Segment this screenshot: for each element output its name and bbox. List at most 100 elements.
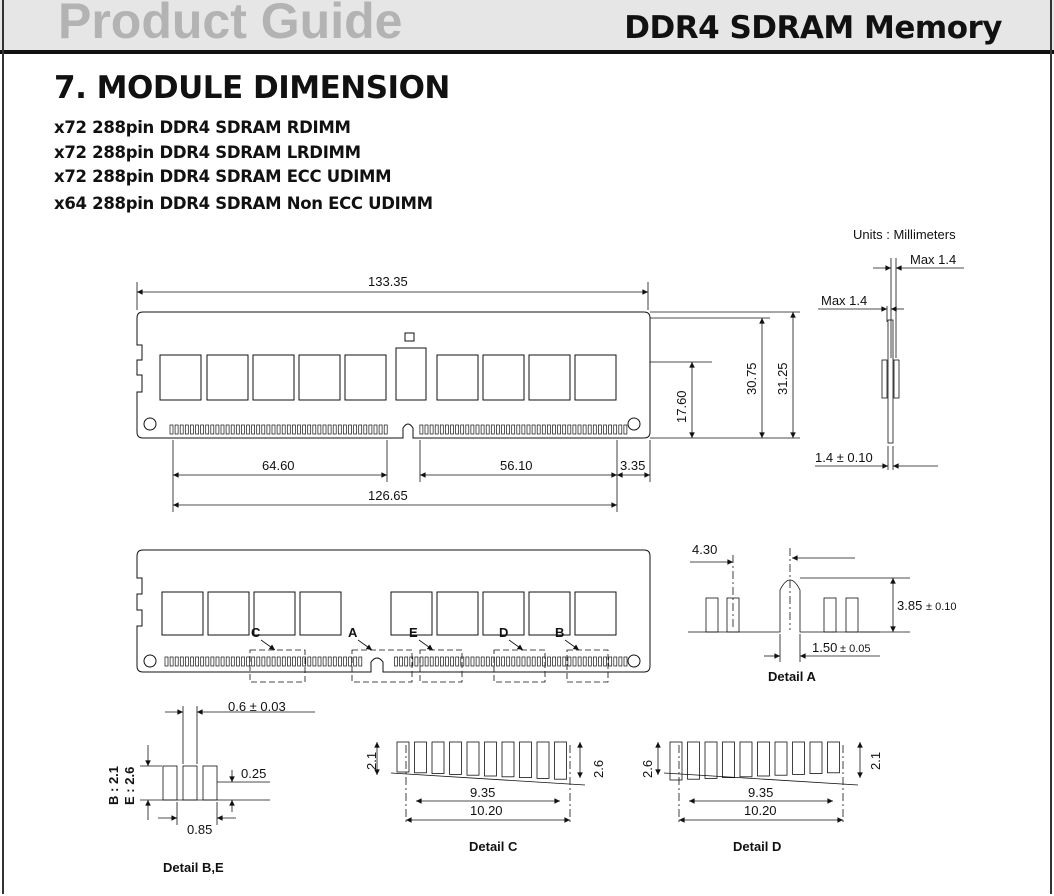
contact-pin xyxy=(557,656,562,667)
contact-pin xyxy=(286,424,291,435)
section-title: 7. MODULE DIMENSION xyxy=(54,70,450,106)
memory-chip xyxy=(298,354,341,401)
contact-pin xyxy=(587,656,592,667)
memory-chip xyxy=(528,591,571,636)
contact-pin xyxy=(460,424,465,435)
contact-pin xyxy=(246,424,250,435)
callout-arrow xyxy=(418,639,434,651)
callout-label-c: C xyxy=(251,625,261,640)
contact-pin xyxy=(429,656,434,667)
contact-pin xyxy=(292,656,296,667)
contact-pin xyxy=(501,741,515,778)
detail-a-d3-tol: ± 0.05 xyxy=(840,643,871,655)
contact-pin xyxy=(460,656,465,667)
module-front-view xyxy=(136,311,651,439)
contact-pin xyxy=(618,656,623,667)
contact-pin xyxy=(287,656,291,667)
contact-pin xyxy=(297,424,301,435)
contact-pin xyxy=(236,656,240,667)
contact-pin xyxy=(185,656,189,667)
contact-pin xyxy=(541,424,546,435)
contact-pin xyxy=(557,424,561,435)
contact-pin xyxy=(542,656,546,667)
contact-pin xyxy=(235,424,240,435)
contact-pin xyxy=(501,424,505,435)
contact-pin xyxy=(230,424,235,435)
contact-pin xyxy=(220,424,225,435)
callout-arrow xyxy=(260,639,276,651)
detail-d-w2: 10.20 xyxy=(744,803,777,818)
memory-chip xyxy=(436,591,479,636)
contact-pin xyxy=(439,424,444,435)
contact-pin xyxy=(276,656,281,667)
detail-d-h2: 2.1 xyxy=(868,752,883,770)
detail-c-w2: 10.20 xyxy=(470,803,503,818)
contact-pin xyxy=(358,424,363,435)
contact-pin xyxy=(383,424,388,435)
contact-pin xyxy=(251,424,255,435)
contact-pin xyxy=(225,656,230,667)
detail-a-label: Detail A xyxy=(768,669,817,684)
contact-pin xyxy=(598,656,602,667)
contact-pin xyxy=(338,656,342,667)
contact-pin xyxy=(210,656,215,667)
contact-pin xyxy=(526,424,531,435)
contact-pin xyxy=(608,424,612,435)
dim-edge: 3.35 xyxy=(620,458,645,473)
detail-be-label: Detail B,E xyxy=(163,860,224,875)
contact-pin xyxy=(322,656,327,667)
contact-pin xyxy=(179,656,184,667)
contact-pin xyxy=(424,424,429,435)
module-back-view xyxy=(136,549,651,673)
contact-pin xyxy=(190,424,194,435)
contact-pin xyxy=(327,424,332,435)
detail-c xyxy=(374,741,586,825)
contact-pin xyxy=(613,656,618,667)
contact-pin xyxy=(307,424,312,435)
memory-chip xyxy=(207,591,250,636)
contact-pin xyxy=(506,424,510,435)
contact-pin xyxy=(526,656,531,667)
contact-pin xyxy=(506,656,511,667)
header-product: DDR4 SDRAM Memory xyxy=(624,10,1002,46)
memory-chip xyxy=(574,354,617,401)
dim-left: 64.60 xyxy=(262,458,295,473)
contact-pin xyxy=(547,424,551,435)
contact-pin xyxy=(261,424,266,435)
memory-chip xyxy=(344,354,387,401)
callout-label-a: A xyxy=(348,625,358,640)
dim-span: 126.65 xyxy=(368,488,408,503)
detail-c-w1: 9.35 xyxy=(470,785,495,800)
contact-pin xyxy=(598,424,602,435)
detail-a-d1: 4.30 xyxy=(692,542,717,557)
contact-pin xyxy=(220,656,225,667)
contact-pin xyxy=(572,656,577,667)
contact-pin xyxy=(536,424,541,435)
contact-pin xyxy=(623,656,628,667)
contact-pin xyxy=(200,424,204,435)
contact-pin xyxy=(190,656,194,667)
detail-be-width: 0.85 xyxy=(187,822,212,837)
contact-pin xyxy=(431,741,445,775)
edge-line xyxy=(663,772,859,786)
contact-pin xyxy=(164,656,169,667)
contact-pin xyxy=(582,656,587,667)
detail-d-label: Detail D xyxy=(733,839,781,854)
contact-pin xyxy=(396,741,410,773)
contact-pin xyxy=(577,424,582,435)
contact-pin xyxy=(292,424,296,435)
contact-pin xyxy=(455,424,459,435)
contact-pin xyxy=(449,741,462,775)
detail-a-d2: 3.85 xyxy=(897,598,922,613)
contact-pin xyxy=(465,656,470,667)
dim-h2: 30.75 xyxy=(744,362,759,395)
contact-pin xyxy=(297,656,301,667)
contact-pin xyxy=(593,656,597,667)
contact-pin xyxy=(511,656,516,667)
contact-pin xyxy=(429,424,434,435)
memory-chip xyxy=(253,591,296,636)
memory-chip xyxy=(574,591,617,636)
contact-pin xyxy=(516,424,521,435)
contact-pin xyxy=(465,424,470,435)
contact-pin xyxy=(246,656,250,667)
